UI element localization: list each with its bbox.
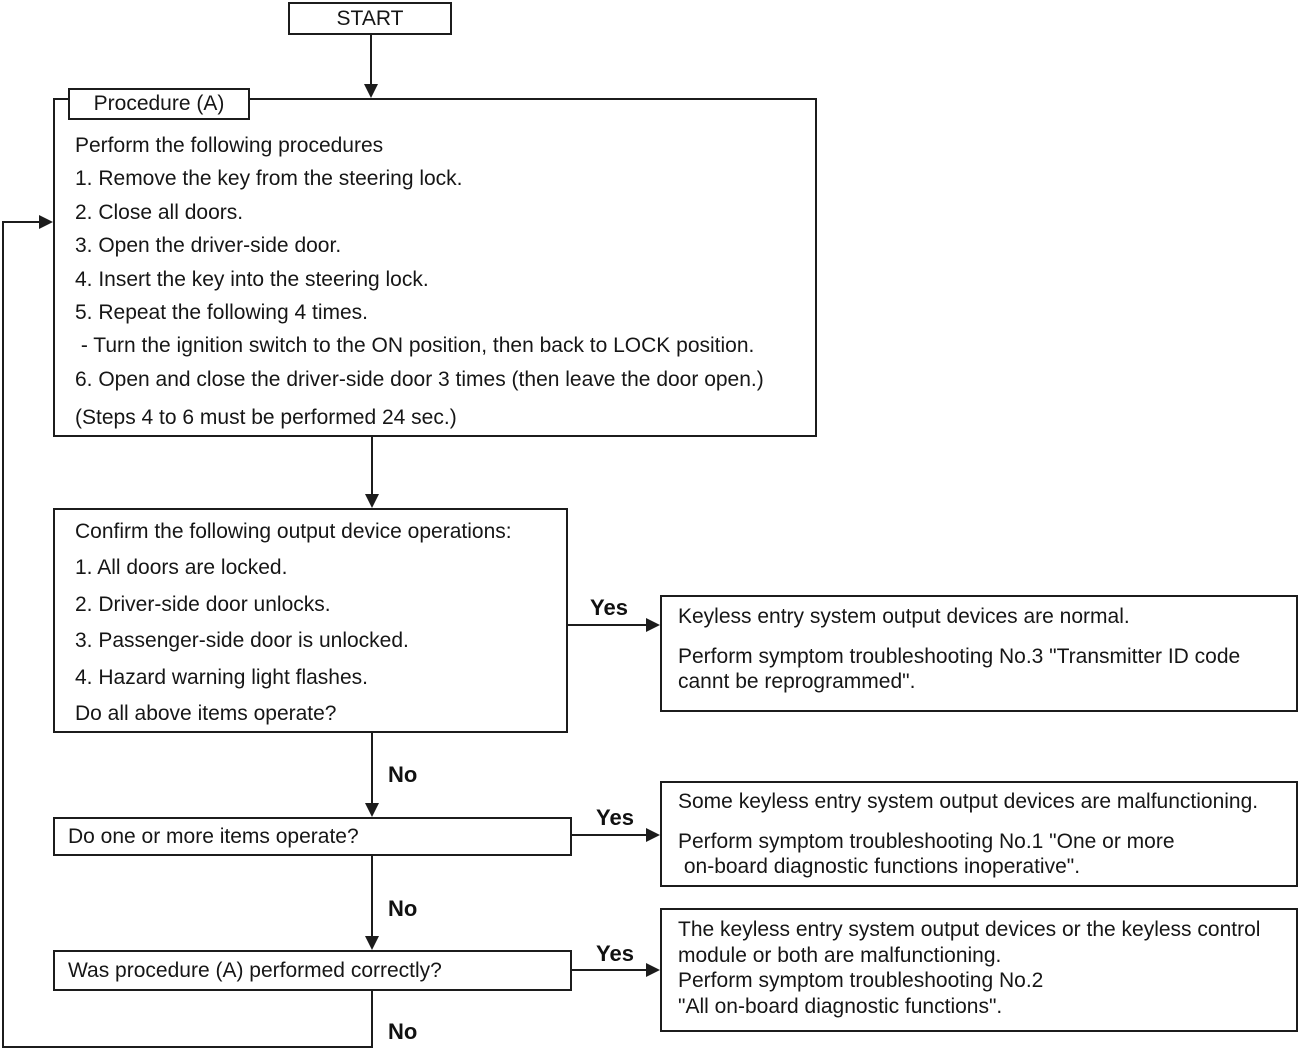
procedure-step-2: 2. Close all doors. bbox=[75, 200, 244, 224]
procedure-step-5-detail: - Turn the ignition switch to the ON pos… bbox=[75, 334, 755, 358]
result-normal-text: Keyless entry system output devices are … bbox=[678, 604, 1288, 694]
question-procedure-box: Was procedure (A) performed correctly? bbox=[53, 950, 572, 991]
confirm-item-4: 4. Hazard warning light flashes. bbox=[75, 665, 368, 689]
arrowhead-items-yes bbox=[646, 828, 660, 842]
result-module-line-4: "All on-board diagnostic functions". bbox=[678, 994, 1003, 1018]
connector-feedback-left bbox=[2, 221, 4, 1048]
procedure-a-box bbox=[53, 98, 817, 437]
confirm-item-3: 3. Passenger-side door is unlocked. bbox=[75, 629, 409, 653]
arrowhead-confirm-no-down bbox=[365, 803, 379, 817]
connector-start-to-procedure bbox=[370, 35, 372, 85]
result-some-text: Some keyless entry system output devices… bbox=[678, 789, 1288, 879]
connector-procedure-question-no-down bbox=[371, 991, 373, 1048]
result-normal-box bbox=[660, 595, 1298, 712]
procedure-step-1: 1. Remove the key from the steering lock… bbox=[75, 167, 463, 191]
confirm-item-1: 1. All doors are locked. bbox=[75, 556, 288, 580]
question-items-box: Do one or more items operate? bbox=[53, 817, 572, 856]
result-module-line-2: module or both are malfunctioning. bbox=[678, 943, 1002, 967]
result-some-line-1: Some keyless entry system output devices… bbox=[678, 790, 1259, 813]
result-some-line-2: Perform symptom troubleshooting No.1 "On… bbox=[678, 830, 1175, 853]
confirm-item-2: 2. Driver-side door unlocks. bbox=[75, 592, 331, 616]
question-items-label: Do one or more items operate? bbox=[68, 824, 359, 848]
result-module-text: The keyless entry system output devices … bbox=[678, 917, 1288, 1019]
branch-label-no-3: No bbox=[388, 1019, 418, 1044]
arrowhead-procedure-to-confirm bbox=[365, 494, 379, 508]
result-normal-line-3: cannt be reprogrammed". bbox=[678, 670, 916, 693]
connector-feedback-bottom bbox=[2, 1046, 373, 1048]
connector-confirm-no-down bbox=[371, 733, 373, 803]
procedure-a-title: Procedure (A) bbox=[93, 92, 225, 115]
arrowhead-start-to-procedure bbox=[364, 84, 378, 98]
procedure-step-3: 3. Open the driver-side door. bbox=[75, 234, 342, 258]
procedure-step-6: 6. Open and close the driver-side door 3… bbox=[75, 367, 764, 391]
branch-label-no-1: No bbox=[388, 762, 418, 787]
arrowhead-feedback-into-procedure bbox=[39, 215, 53, 229]
arrowhead-procedure-question-yes bbox=[646, 963, 660, 977]
branch-label-yes-2: Yes bbox=[596, 805, 634, 830]
start-node: START bbox=[288, 2, 452, 35]
confirm-question: Do all above items operate? bbox=[75, 702, 337, 726]
result-some-box bbox=[660, 781, 1298, 887]
confirm-intro: Confirm the following output device oper… bbox=[75, 520, 512, 543]
start-label: START bbox=[336, 6, 404, 30]
arrowhead-confirm-yes bbox=[646, 618, 660, 632]
arrowhead-items-no-down bbox=[365, 936, 379, 950]
procedure-step-5: 5. Repeat the following 4 times. bbox=[75, 301, 368, 325]
connector-items-no-down bbox=[371, 856, 373, 936]
procedure-a-steps: Perform the following procedures 1. Remo… bbox=[75, 129, 815, 435]
result-normal-line-1: Keyless entry system output devices are … bbox=[678, 605, 1130, 628]
result-normal-line-2: Perform symptom troubleshooting No.3 "Tr… bbox=[678, 645, 1241, 668]
connector-procedure-question-yes bbox=[572, 969, 646, 971]
procedure-a-title-box: Procedure (A) bbox=[68, 88, 250, 120]
connector-confirm-yes bbox=[568, 624, 646, 626]
connector-items-yes bbox=[572, 834, 646, 836]
result-some-line-3: on-board diagnostic functions inoperativ… bbox=[678, 855, 1081, 878]
branch-label-no-2: No bbox=[388, 896, 418, 921]
question-procedure-label: Was procedure (A) performed correctly? bbox=[68, 958, 442, 982]
procedure-step-4: 4. Insert the key into the steering lock… bbox=[75, 267, 429, 291]
branch-label-yes-3: Yes bbox=[596, 941, 634, 966]
procedure-note: (Steps 4 to 6 must be performed 24 sec.) bbox=[75, 406, 457, 430]
connector-procedure-to-confirm bbox=[371, 437, 373, 495]
confirm-output-lines: Confirm the following output device oper… bbox=[75, 514, 565, 732]
result-module-box bbox=[660, 908, 1298, 1032]
result-module-line-3: Perform symptom troubleshooting No.2 bbox=[678, 969, 1044, 992]
confirm-output-box bbox=[53, 508, 568, 733]
result-module-line-1: The keyless entry system output devices … bbox=[678, 918, 1261, 941]
branch-label-yes-1: Yes bbox=[590, 595, 628, 620]
connector-feedback-into-procedure bbox=[2, 221, 40, 223]
procedure-step-intro: Perform the following procedures bbox=[75, 134, 384, 157]
